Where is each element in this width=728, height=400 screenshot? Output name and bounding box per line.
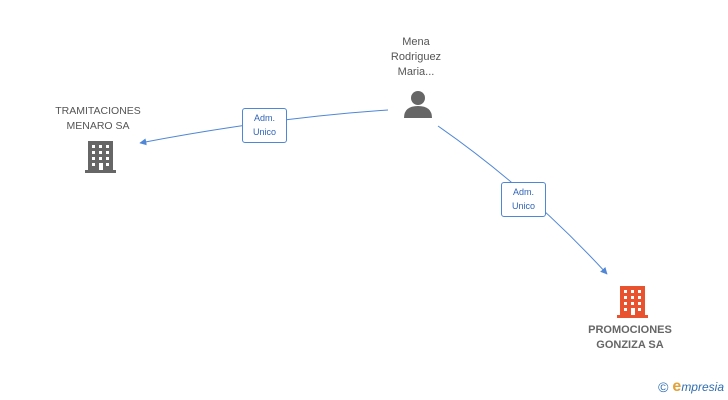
brand-logo: empresia [672,378,724,396]
person-name-line: Rodriguez [390,51,442,63]
company-name-line: TRAMITACIONES [55,105,141,117]
brand-initial: e [672,378,682,395]
company-name-line: GONZIZA SA [596,339,664,351]
company-name-label[interactable]: TRAMITACIONES MENARO SA [38,104,158,134]
building-icon[interactable] [617,286,648,318]
company-name-line: MENARO SA [66,120,130,132]
edge-role-line: Adm. [512,187,534,197]
edge-role-label: Adm. Unico [242,108,287,143]
person-name-label[interactable]: Mena Rodriguez Maria... [366,35,466,80]
company-name-line: PROMOCIONES [588,324,672,336]
copyright-icon: © [658,379,669,395]
person-icon[interactable] [404,91,432,118]
person-name-line: Maria... [397,66,435,78]
company-name-label[interactable]: PROMOCIONES GONZIZA SA [570,323,690,353]
edge-role-label: Adm. Unico [501,182,546,217]
brand-watermark[interactable]: © empresia [658,378,724,396]
person-name-line: Mena [402,36,430,48]
building-icon[interactable] [85,141,116,173]
edge-role-line: Unico [511,201,535,211]
brand-name: mpresia [681,380,724,394]
edge-role-line: Adm. [253,113,275,123]
edge-role-line: Unico [252,127,276,137]
